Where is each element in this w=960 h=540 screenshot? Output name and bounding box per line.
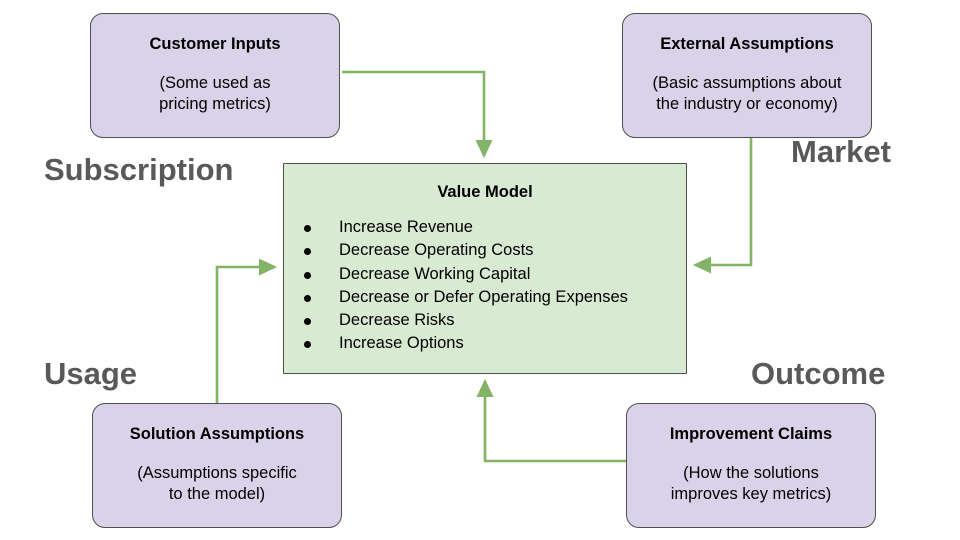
list-item: Decrease Operating Costs — [284, 239, 686, 262]
arrow-improvement-claims-to-value-model — [476, 378, 626, 463]
node-external-assumptions[interactable]: External Assumptions (Basic assumptions … — [622, 13, 872, 138]
node-customer-inputs[interactable]: Customer Inputs (Some used as pricing me… — [90, 13, 340, 138]
quadrant-label-outcome: Outcome — [751, 356, 886, 391]
list-item: Increase Revenue — [284, 216, 686, 239]
node-external-assumptions-title: External Assumptions — [660, 35, 834, 54]
node-solution-assumptions[interactable]: Solution Assumptions (Assumptions specif… — [92, 403, 342, 528]
list-item: Decrease Risks — [284, 309, 686, 332]
quadrant-label-market: Market — [791, 134, 891, 169]
node-improvement-claims[interactable]: Improvement Claims (How the solutions im… — [626, 403, 876, 528]
quadrant-label-subscription: Subscription — [44, 152, 234, 187]
arrow-customer-inputs-to-value-model — [342, 70, 493, 159]
node-solution-assumptions-title: Solution Assumptions — [129, 425, 305, 444]
node-customer-inputs-title: Customer Inputs — [149, 35, 281, 54]
node-solution-assumptions-subtitle: (Assumptions specific to the model) — [137, 464, 297, 504]
quadrant-label-usage: Usage — [44, 356, 138, 391]
list-item: Decrease or Defer Operating Expenses — [284, 286, 686, 309]
value-model-title: Value Model — [437, 183, 533, 201]
node-external-assumptions-subtitle: (Basic assumptions about the industry or… — [652, 74, 842, 114]
list-item: Increase Options — [284, 332, 686, 355]
list-item: Decrease Working Capital — [284, 263, 686, 286]
node-improvement-claims-title: Improvement Claims — [669, 425, 833, 444]
node-customer-inputs-subtitle: (Some used as pricing metrics) — [159, 74, 271, 114]
node-improvement-claims-subtitle: (How the solutions improves key metrics) — [670, 464, 832, 504]
arrow-solution-assumptions-to-value-model — [215, 258, 278, 403]
value-model-list: Increase Revenue Decrease Operating Cost… — [284, 216, 686, 356]
arrow-external-assumptions-to-value-model — [692, 138, 753, 274]
node-value-model[interactable]: Value Model Increase Revenue Decrease Op… — [283, 163, 687, 374]
